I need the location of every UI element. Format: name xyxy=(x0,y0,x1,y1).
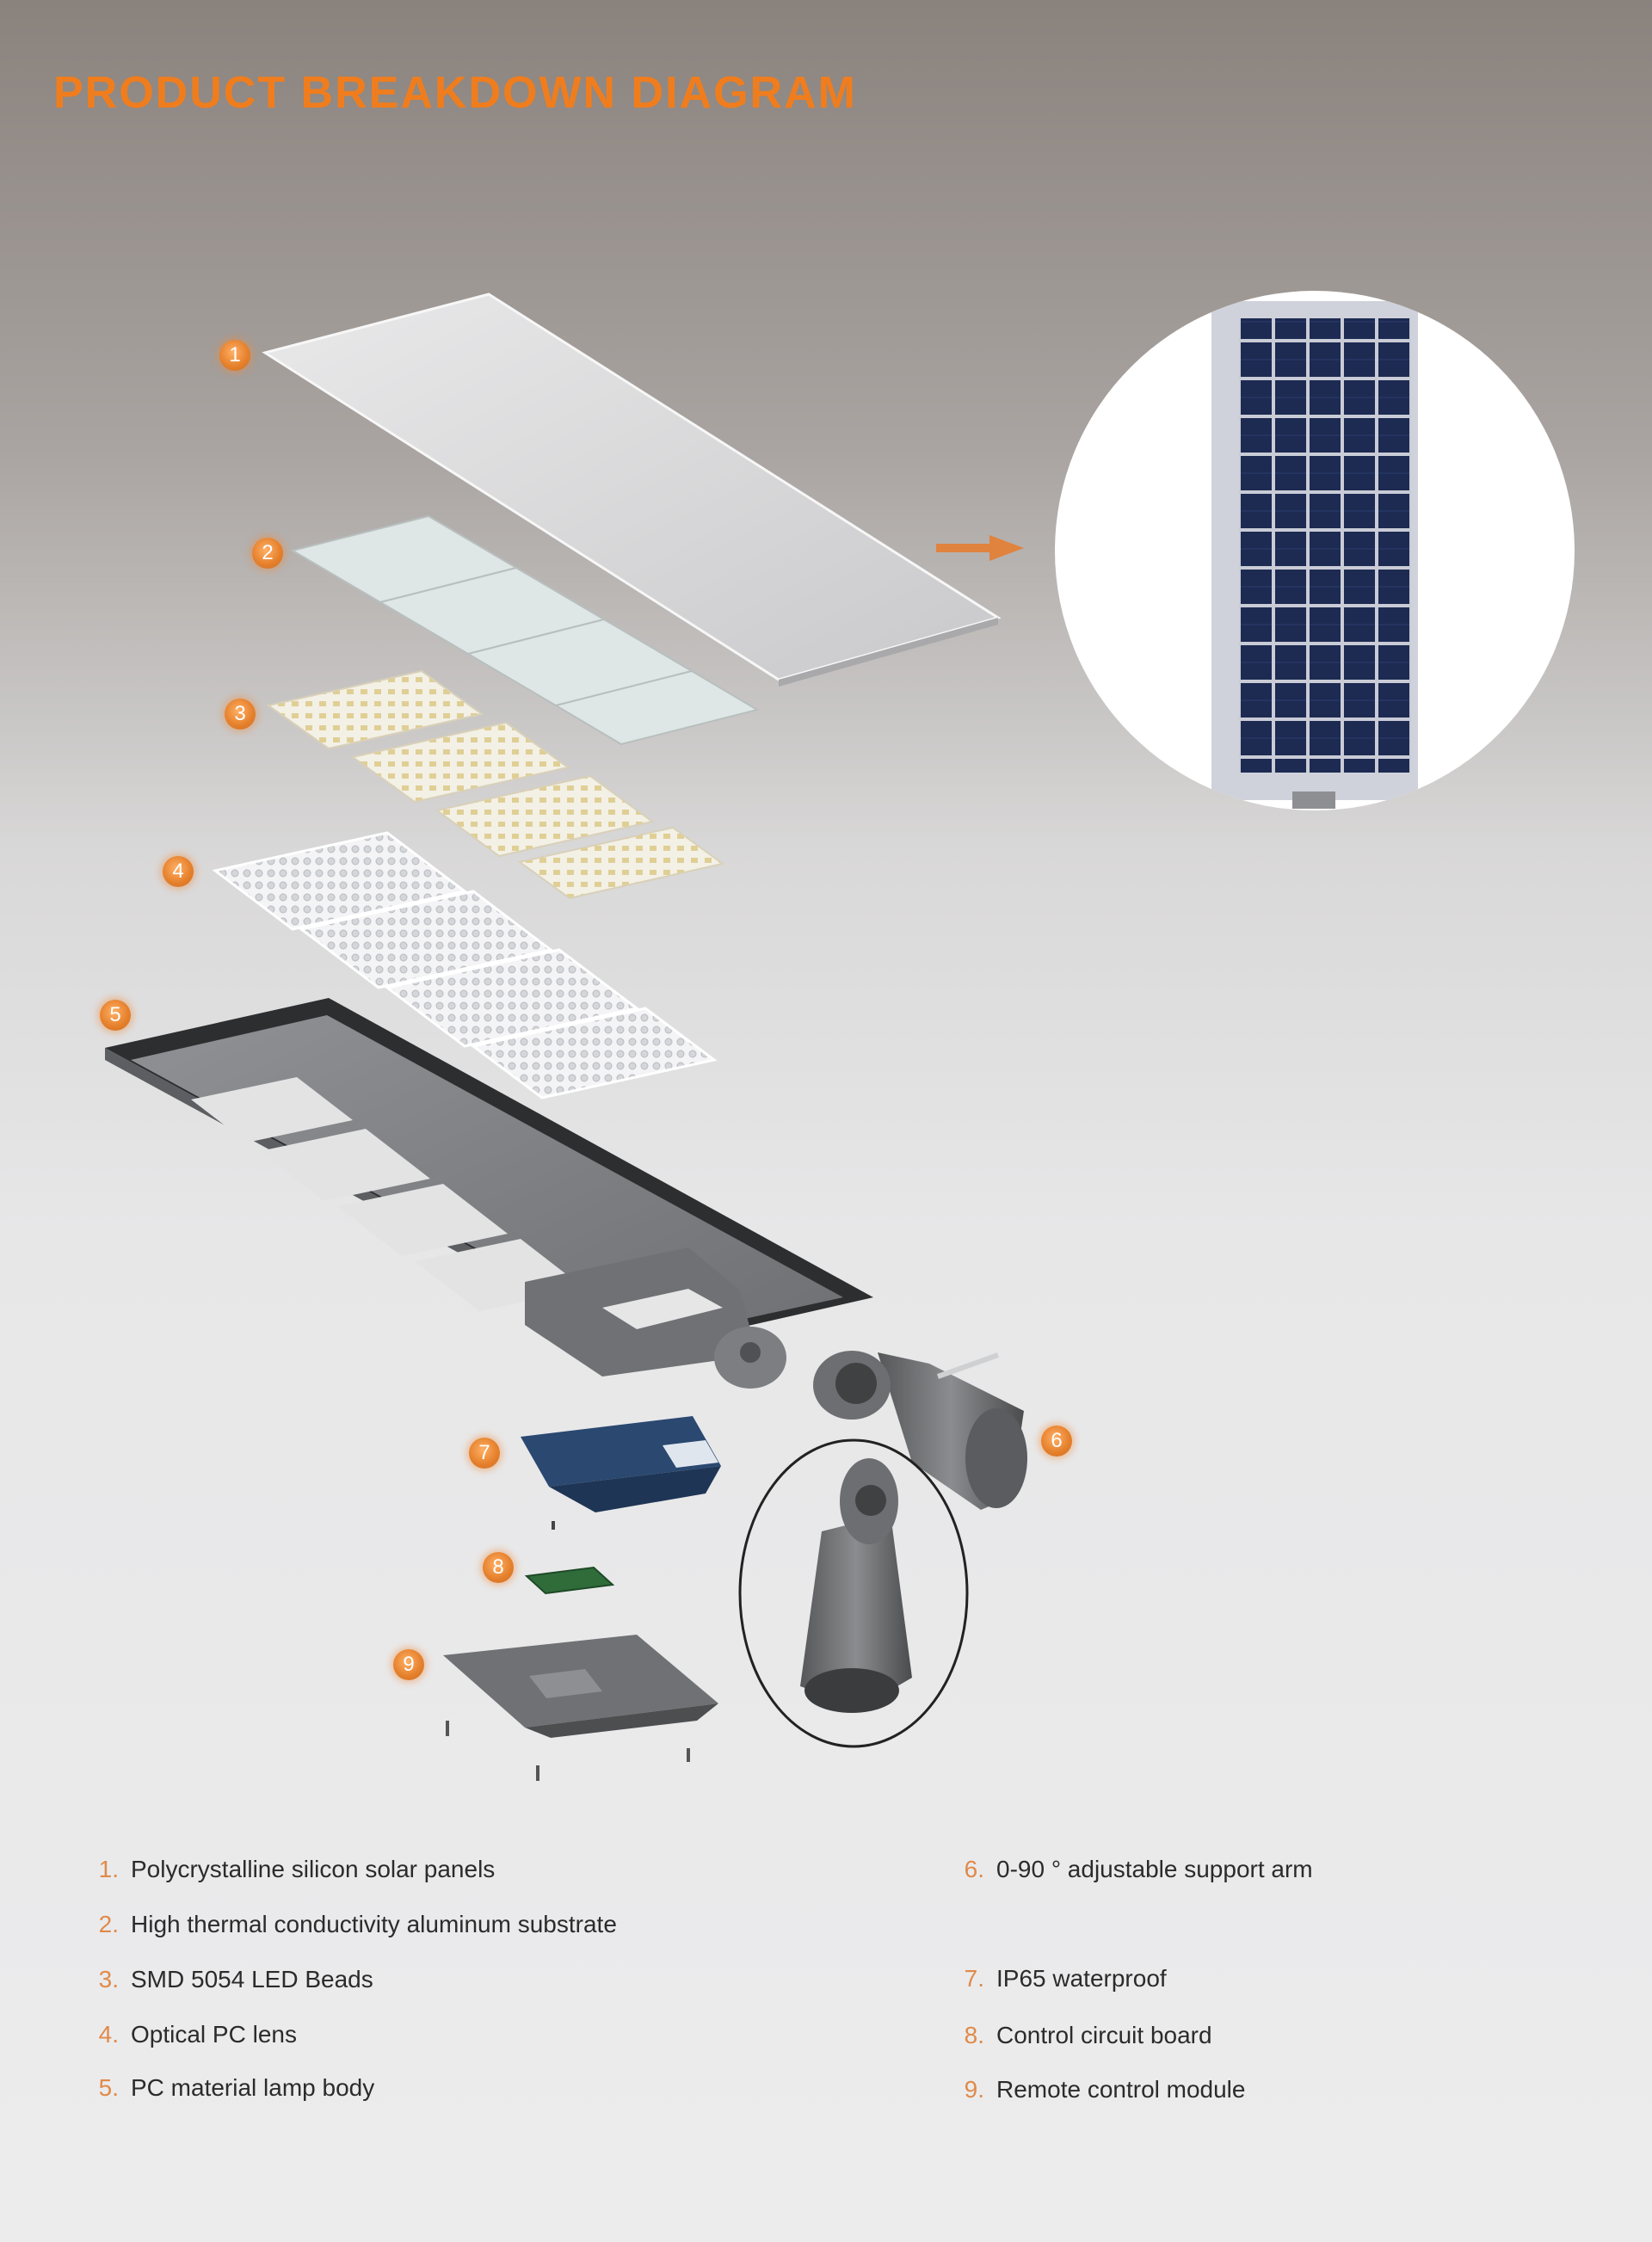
support-arm-part xyxy=(813,1351,1027,1510)
lamp-body-part xyxy=(105,998,873,1389)
remote-module-part xyxy=(443,1635,718,1781)
solar-panel-part xyxy=(262,293,1002,687)
legend-item: 5.PC material lamp body xyxy=(98,2074,375,2101)
arm-zoom-callout xyxy=(738,1438,969,1748)
legend-item: 9.Remote control module xyxy=(964,2076,1246,2103)
legend-item: 1.Polycrystalline silicon solar panels xyxy=(98,1856,496,1882)
page-title: PRODUCT BREAKDOWN DIAGRAM xyxy=(53,68,857,118)
legend-item: 2.High thermal conductivity aluminum sub… xyxy=(98,1911,617,1937)
waterproof-box-part xyxy=(521,1416,721,1530)
legend-item: 4.Optical PC lens xyxy=(98,2021,297,2048)
solar-panel-zoom-circle xyxy=(1055,291,1575,810)
led-bead-boards-part xyxy=(266,669,725,900)
legend-item: 6.0-90 ° adjustable support arm xyxy=(964,1856,1313,1882)
circuit-board-part xyxy=(524,1566,615,1595)
legend-item: 7.IP65 waterproof xyxy=(964,1965,1167,1992)
optical-lens-part xyxy=(212,831,718,1099)
aluminum-substrate-part xyxy=(290,514,760,746)
legend-item: 8.Control circuit board xyxy=(964,2022,1212,2048)
legend-item: 3.SMD 5054 LED Beads xyxy=(98,1966,373,1993)
arrow-icon xyxy=(936,535,1024,561)
